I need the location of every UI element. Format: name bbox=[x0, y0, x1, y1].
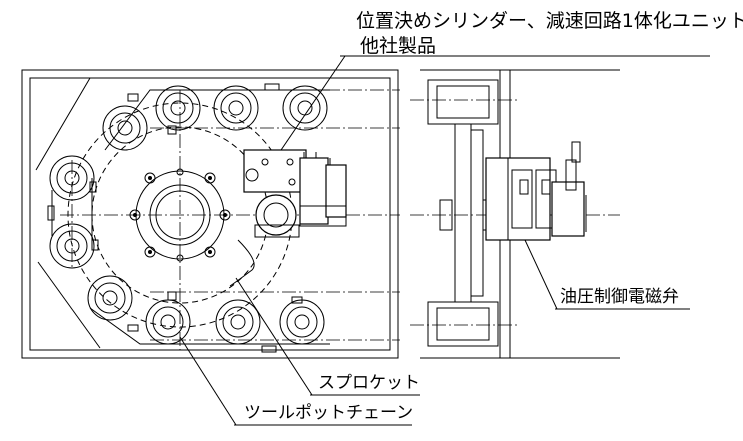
bolt-holes bbox=[129, 168, 231, 262]
label-sprocket: スプロケット bbox=[318, 373, 420, 393]
label-chain: ツールポットチェーン bbox=[244, 403, 413, 423]
leader-chain bbox=[179, 336, 237, 426]
hydraulic-valve bbox=[485, 141, 587, 241]
front-view bbox=[21, 69, 400, 359]
label-valve: 油圧制御電磁弁 bbox=[560, 287, 679, 307]
label-unit-line2: 他社製品 bbox=[360, 35, 436, 57]
side-view bbox=[410, 69, 620, 359]
positioning-unit bbox=[243, 149, 347, 238]
leader-sprocket bbox=[235, 277, 313, 396]
label-unit-line1: 位置決めシリンダー、減速回路1体化ユニット bbox=[356, 10, 743, 32]
leader-valve bbox=[524, 239, 558, 310]
